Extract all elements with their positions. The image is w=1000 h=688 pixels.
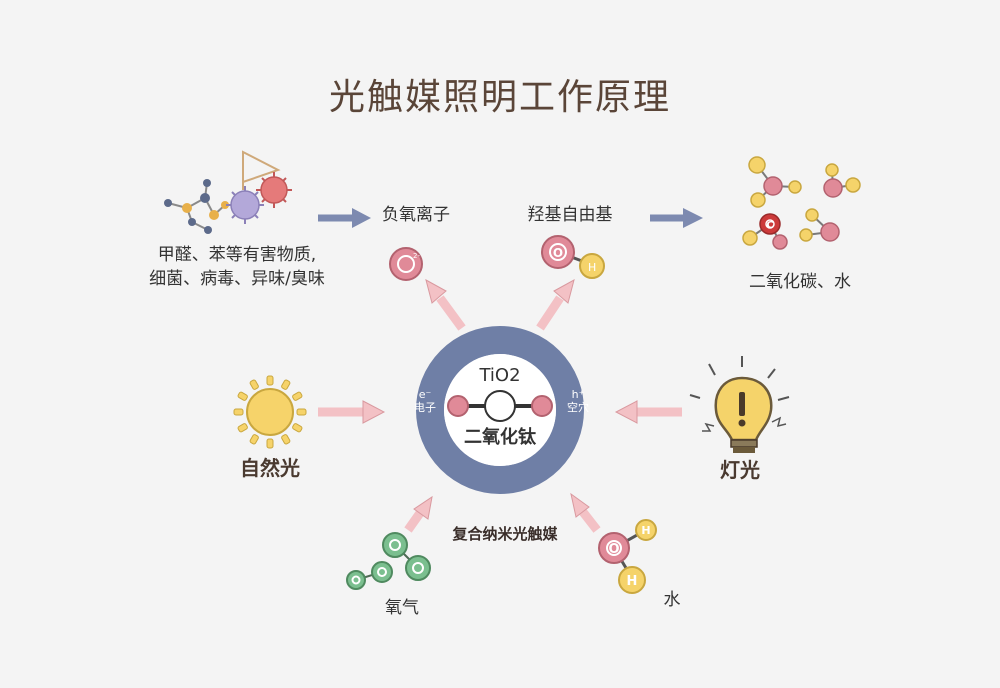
oxygen-label: 氧气 [385,598,419,618]
products-molecules-icon [742,156,861,250]
svg-text:2-: 2- [413,252,420,260]
hole-label: h⁺ 空穴 [563,388,593,414]
hydroxyl-radical-label: 羟基自由基 [527,205,613,225]
negative-oxygen-ion-icon: 2- [389,247,423,281]
arrow-sun-to-ring [318,400,386,424]
products-label: 二氧化碳、水 [749,272,851,292]
atom-label-h: H [641,524,650,537]
electron-symbol: e⁻ [418,388,432,401]
arrow-ring-to-ion [425,279,466,331]
arrow-ring-to-radical [536,279,575,331]
negative-oxygen-ion-label: 负氧离子 [382,205,450,225]
sun-icon [233,375,307,449]
arrow-oxygen-to-ring [404,495,433,533]
atom-label-c: C [766,220,773,231]
tio2-name: 二氧化钛 [464,427,536,448]
svg-text:H: H [588,261,596,274]
hydroxyl-radical-icon: H [541,235,605,279]
electron-cn: 电子 [414,401,436,414]
arrow-to-ions [318,208,371,228]
tio2-ring [416,326,584,494]
arrow-water-to-ring [570,492,601,533]
pollutant-molecules-icon [164,150,292,234]
arrow-lamp-to-ring [614,400,682,424]
water-label: 水 [663,590,681,610]
tio2-formula: TiO2 [479,365,521,386]
electron-label: e⁻ 电子 [410,388,440,414]
light-bulb-icon [689,356,790,453]
atom-label-o: O [608,542,619,557]
atom-label-o: O [553,246,563,260]
water-molecule-icon [598,519,657,594]
hole-cn: 空穴 [567,401,589,414]
pollutants-line1: 甲醛、苯等有害物质, [157,245,317,265]
lamp-light-label: 灯光 [720,458,760,482]
pollutants-label: 甲醛、苯等有害物质, 细菌、病毒、异味/臭味 [132,243,342,291]
natural-light-label: 自然光 [240,456,300,480]
oxygen-molecules-icon [346,532,431,590]
hole-symbol: h⁺ [571,388,585,401]
atom-label-h: H [627,574,638,589]
page-title: 光触媒照明工作原理 [328,77,671,118]
arrow-to-products [650,208,703,228]
pollutants-line2: 细菌、病毒、异味/臭味 [149,269,325,289]
composite-photocatalyst-label: 复合纳米光触媒 [452,525,558,543]
